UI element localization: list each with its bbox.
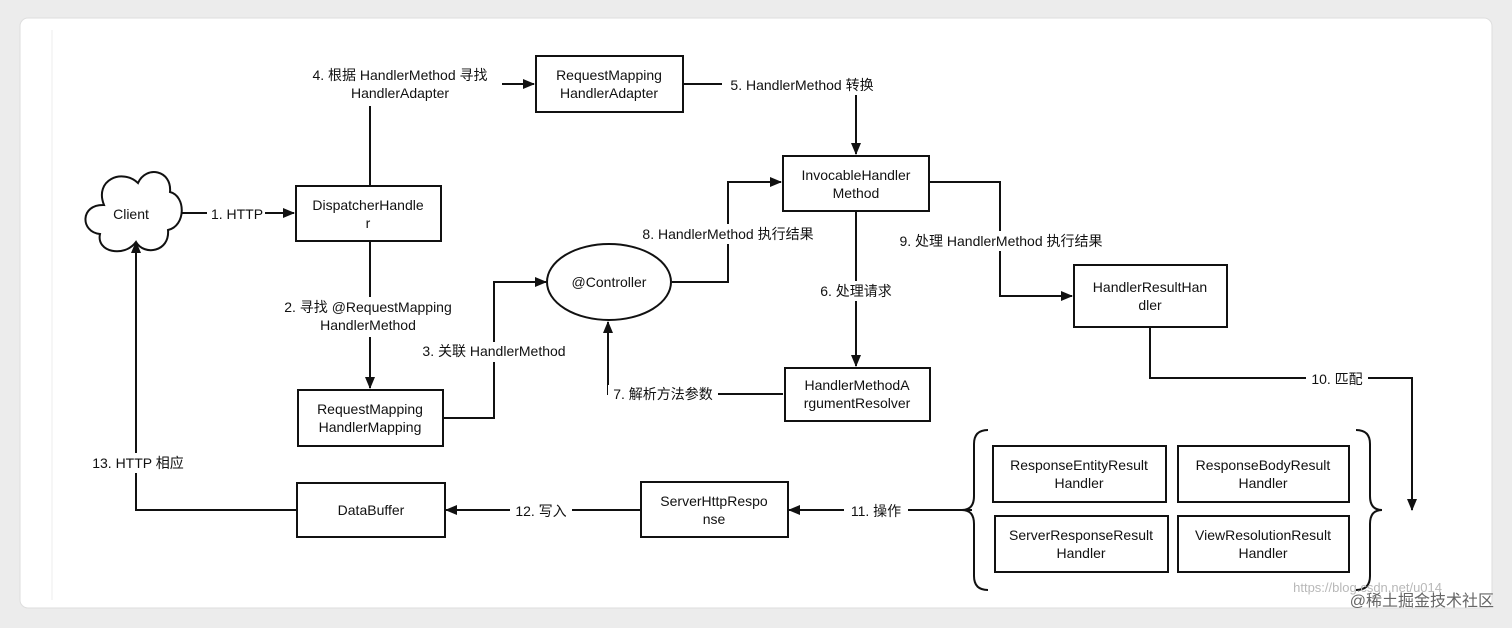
node-dispatcher-handler: DispatcherHandle r	[295, 185, 442, 242]
edge-label-8: 8. HandlerMethod 执行结果	[642, 226, 813, 242]
node-responsebody-label-line1: ResponseBodyResult	[1196, 457, 1331, 473]
right-brace	[1355, 429, 1383, 591]
node-viewresolution-label-line1: ViewResolutionResult	[1195, 527, 1331, 543]
node-invocable-label-line1: InvocableHandler	[802, 167, 911, 183]
node-responsebody-result-handler: ResponseBodyResult Handler	[1177, 445, 1350, 503]
node-requestmapping-handleradapter: RequestMapping HandlerAdapter	[535, 55, 684, 113]
edge-label-6: 6. 处理请求	[820, 283, 892, 299]
node-dispatcher-label-line2: r	[366, 215, 371, 231]
left-brace	[961, 429, 989, 591]
edge-label-2-line2: HandlerMethod	[320, 317, 416, 333]
node-responseentity-label-line2: Handler	[1054, 475, 1103, 491]
node-responsebody-label-line2: Handler	[1238, 475, 1287, 491]
node-adapter-label-line2: HandlerAdapter	[560, 85, 658, 101]
edge-label-9: 9. 处理 HandlerMethod 执行结果	[899, 233, 1102, 249]
node-controller-label: @Controller	[572, 274, 647, 290]
node-serverhttp-response: ServerHttpRespo nse	[640, 481, 789, 538]
node-adapter-label-line1: RequestMapping	[556, 67, 662, 83]
node-invocable-handler-method: InvocableHandler Method	[782, 155, 930, 212]
edge-label-4-line2: HandlerAdapter	[351, 85, 449, 101]
edge-label-7: 7. 解析方法参数	[613, 386, 713, 402]
node-client-label: Client	[113, 206, 149, 222]
edge-label-4-line1: 4. 根据 HandlerMethod 寻找	[312, 67, 487, 83]
node-responseentity-label-line1: ResponseEntityResult	[1010, 457, 1148, 473]
node-handlerresult-handler: HandlerResultHan dler	[1073, 264, 1228, 328]
node-mapping-label-line2: HandlerMapping	[319, 419, 422, 435]
cloud-shape	[84, 171, 183, 253]
node-invocable-label-line2: Method	[833, 185, 880, 201]
edge-label-5: 5. HandlerMethod 转换	[730, 77, 873, 93]
node-dispatcher-label-line1: DispatcherHandle	[312, 197, 423, 213]
node-serverhttpresponse-label-line2: nse	[703, 511, 726, 527]
edge-label-12: 12. 写入	[515, 503, 566, 519]
edge-label-10: 10. 匹配	[1311, 371, 1362, 387]
edge-label-11: 11. 操作	[851, 503, 901, 519]
node-requestmapping-handlermapping: RequestMapping HandlerMapping	[297, 389, 444, 447]
node-resulthandler-label-line1: HandlerResultHan	[1093, 279, 1207, 295]
node-client: Client	[84, 171, 183, 253]
result-handlers-group: ResponseEntityResult Handler ResponseBod…	[961, 429, 1383, 591]
edge-label-13: 13. HTTP 相应	[92, 455, 184, 471]
node-handlermethod-argumentresolver: HandlerMethodA rgumentResolver	[784, 367, 931, 422]
node-resulthandler-label-line2: dler	[1138, 297, 1162, 313]
node-controller: @Controller	[546, 243, 672, 321]
node-databuffer-label: DataBuffer	[338, 502, 405, 518]
node-databuffer: DataBuffer	[296, 482, 446, 538]
node-serverhttpresponse-label-line1: ServerHttpRespo	[660, 493, 768, 509]
node-viewresolution-label-line2: Handler	[1238, 545, 1287, 561]
node-viewresolution-result-handler: ViewResolutionResult Handler	[1177, 515, 1350, 573]
node-serverresponse-label-line2: Handler	[1056, 545, 1105, 561]
edge-resulthandler-to-group	[1149, 328, 1417, 511]
edge-label-2-line1: 2. 寻找 @RequestMapping	[284, 299, 452, 315]
node-serverresponse-label-line1: ServerResponseResult	[1009, 527, 1153, 543]
node-responseentity-result-handler: ResponseEntityResult Handler	[992, 445, 1167, 503]
edge-databuffer-to-client	[131, 241, 296, 511]
node-mapping-label-line1: RequestMapping	[317, 401, 423, 417]
edge-label-1: 1. HTTP	[211, 206, 263, 222]
edge-label-3: 3. 关联 HandlerMethod	[422, 343, 565, 359]
watermark-brand: @稀土掘金技术社区	[1350, 592, 1494, 610]
node-serverresponse-result-handler: ServerResponseResult Handler	[994, 515, 1169, 573]
node-resolver-label-line1: HandlerMethodA	[804, 377, 910, 393]
watermark-url: https://blog.csdn.net/u014	[1293, 580, 1442, 595]
node-resolver-label-line2: rgumentResolver	[804, 395, 911, 411]
